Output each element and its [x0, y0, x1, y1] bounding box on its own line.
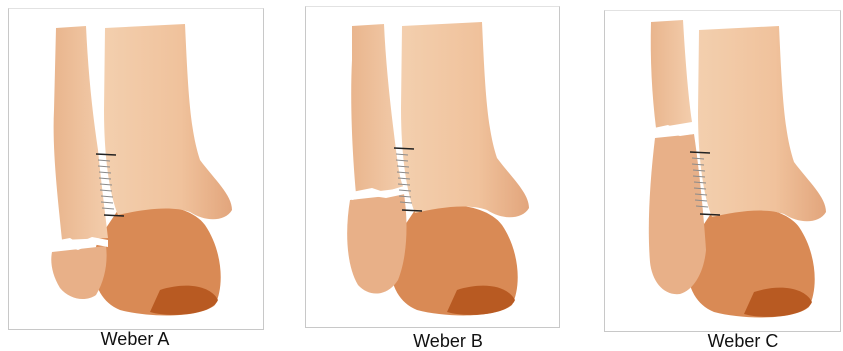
panel-label: Weber C [663, 331, 823, 351]
ankle-illustration-weber-c [0, 0, 843, 335]
tibia-bone [698, 26, 826, 221]
fibula-proximal [651, 20, 692, 128]
